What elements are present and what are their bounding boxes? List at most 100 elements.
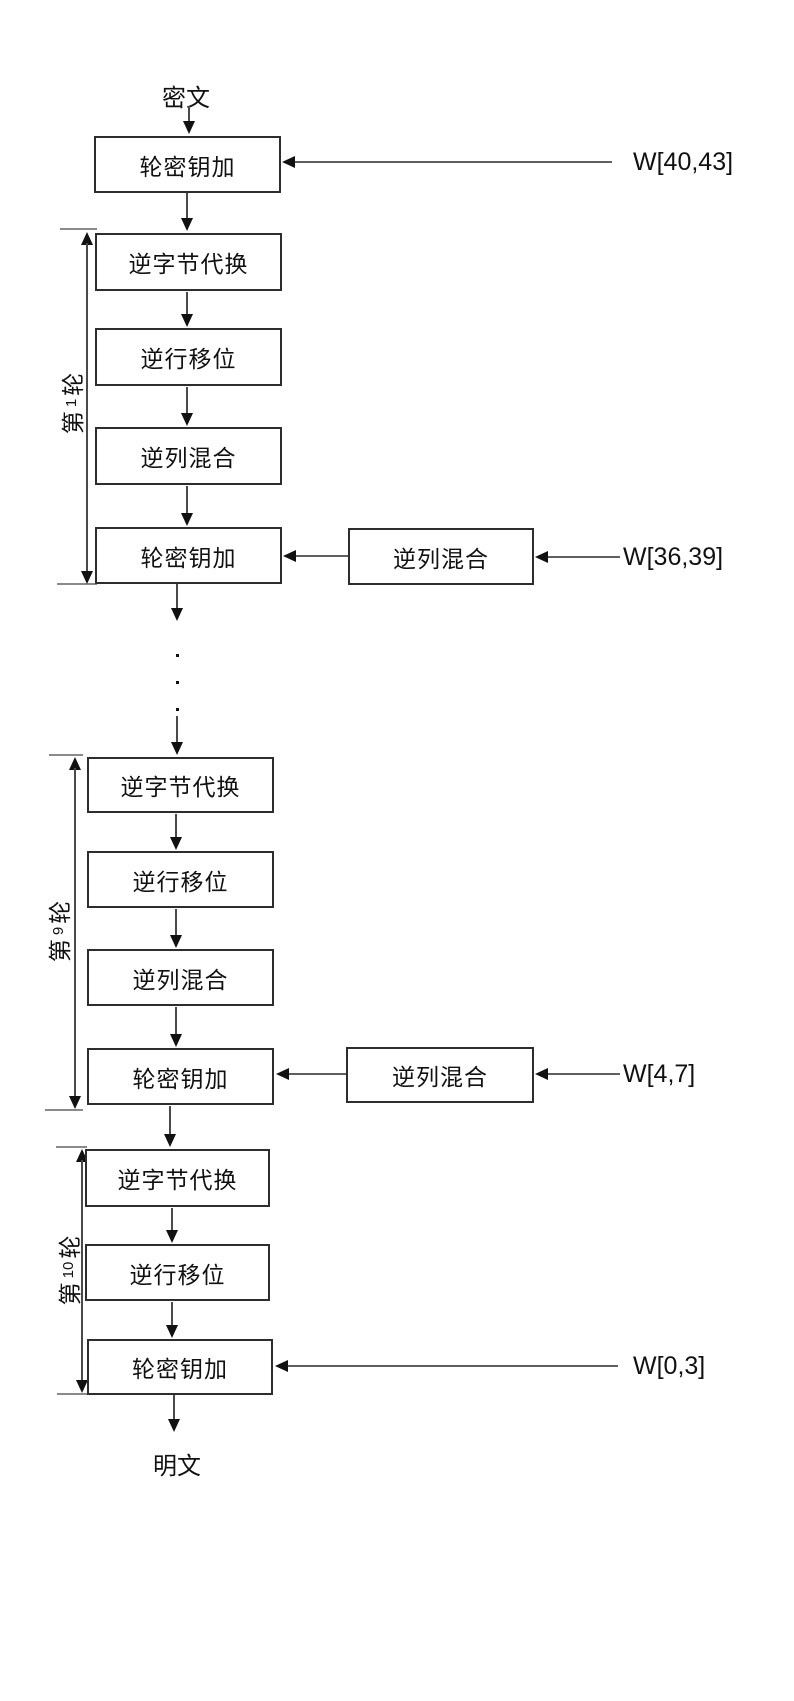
- arrow-down-icon: [171, 608, 183, 621]
- ellipsis-dot: [176, 708, 179, 711]
- plaintext-label: 明文: [153, 1453, 201, 1480]
- bracket-tick: [56, 1146, 87, 1148]
- box-label: 逆列混合: [132, 966, 229, 993]
- arrow-left-icon: [283, 550, 296, 562]
- round-label-digit: 9: [49, 926, 67, 936]
- flow-arrow-line: [186, 387, 188, 413]
- flow-arrow-line: [175, 909, 177, 935]
- arrow-down-icon: [170, 837, 182, 850]
- bracket-tick: [45, 1109, 83, 1111]
- round-9-bracket-line: [74, 768, 76, 1098]
- round9-inv-shiftrows-box: 逆行移位: [87, 851, 274, 908]
- arrow-down-icon: [181, 218, 193, 231]
- flow-arrow-line: [186, 292, 188, 314]
- round10-inv-subbytes-box: 逆字节代换: [85, 1149, 270, 1207]
- box-label: 逆行移位: [129, 1261, 226, 1288]
- box-label: 逆字节代换: [117, 1167, 238, 1193]
- arrow-down-icon: [76, 1380, 88, 1393]
- key-arrow-line: [548, 556, 620, 558]
- arrow-down-icon: [183, 121, 195, 134]
- arrow-left-icon: [535, 551, 548, 563]
- round1-inv-shiftrows-box: 逆行移位: [95, 328, 282, 386]
- round-label-suffix: 轮: [47, 899, 73, 924]
- arrow-left-icon: [276, 1068, 289, 1080]
- flow-arrow-line: [186, 193, 188, 218]
- ellipsis-dot: [176, 681, 179, 684]
- round-label-prefix: 第: [57, 1281, 83, 1306]
- round1-add-round-key-box: 轮密钥加: [95, 527, 282, 584]
- arrow-down-icon: [166, 1325, 178, 1338]
- arrow-down-icon: [168, 1419, 180, 1432]
- arrow-down-icon: [181, 413, 193, 426]
- arrow-left-icon: [535, 1068, 548, 1080]
- box-label: 逆列混合: [140, 445, 237, 471]
- round-label-suffix: 轮: [60, 371, 86, 396]
- arrow-down-icon: [69, 1096, 81, 1109]
- box-label: 逆列混合: [393, 545, 489, 572]
- round9-inv-mixcolumns-box: 逆列混合: [87, 949, 274, 1006]
- round-key-label-w36-39: W[36,39]: [623, 543, 724, 571]
- box-label: 逆字节代换: [120, 774, 241, 800]
- flow-arrow-line: [175, 1007, 177, 1034]
- round-label-digit: 1: [62, 398, 80, 408]
- arrow-up-icon: [69, 757, 81, 770]
- arrow-down-icon: [170, 1034, 182, 1047]
- flow-arrow-line: [188, 106, 190, 121]
- arrow-left-icon: [275, 1360, 288, 1372]
- round-9-label: 第 9 轮: [43, 891, 73, 971]
- bracket-tick: [57, 1393, 92, 1395]
- key-arrow-line: [288, 1365, 618, 1367]
- arrow-down-icon: [81, 571, 93, 584]
- bracket-tick: [49, 754, 83, 756]
- round10-inv-shiftrows-box: 逆行移位: [85, 1244, 270, 1301]
- round-label-digit: 10: [59, 1261, 77, 1279]
- round-1-bracket-line: [86, 243, 88, 573]
- box-label: 轮密钥加: [140, 544, 237, 571]
- round9-add-round-key-box: 轮密钥加: [87, 1048, 274, 1105]
- flow-arrow-line: [169, 1106, 171, 1134]
- round1-inv-subbytes-box: 逆字节代换: [95, 233, 282, 291]
- flow-arrow-line: [175, 814, 177, 837]
- arrow-up-icon: [81, 232, 93, 245]
- box-label: 轮密钥加: [132, 1065, 229, 1092]
- initial-add-round-key-box: 轮密钥加: [94, 136, 281, 193]
- round-key-label-w40-43: W[40,43]: [633, 148, 734, 176]
- side-arrow-line: [296, 555, 348, 557]
- flow-arrow-line: [171, 1208, 173, 1230]
- ellipsis-dot: [176, 654, 179, 657]
- box-label: 逆行移位: [132, 868, 229, 895]
- round1-inv-mixcolumns-box: 逆列混合: [95, 427, 282, 485]
- arrow-down-icon: [181, 314, 193, 327]
- round-key-label-w0-3: W[0,3]: [633, 1352, 706, 1380]
- side-arrow-line: [289, 1073, 346, 1075]
- round-10-label: 第 10 轮: [53, 1225, 83, 1315]
- box-label: 逆列混合: [392, 1064, 488, 1090]
- round-key-label-w4-7: W[4,7]: [623, 1060, 696, 1088]
- round10-add-round-key-box: 轮密钥加: [87, 1339, 273, 1395]
- box-label: 轮密钥加: [132, 1356, 228, 1382]
- round-label-prefix: 第: [47, 938, 73, 963]
- arrow-down-icon: [171, 742, 183, 755]
- ciphertext-label: 密文: [162, 85, 210, 112]
- key-arrow-line: [295, 161, 612, 163]
- flow-arrow-line: [176, 716, 178, 742]
- round-10-bracket-line: [81, 1160, 83, 1382]
- arrow-left-icon: [282, 156, 295, 168]
- arrow-down-icon: [170, 935, 182, 948]
- box-label: 逆行移位: [140, 346, 237, 372]
- bracket-tick: [60, 228, 97, 230]
- bracket-tick: [57, 583, 97, 585]
- round1-side-inv-mixcolumns-box: 逆列混合: [348, 528, 534, 585]
- round9-side-inv-mixcolumns-box: 逆列混合: [346, 1047, 534, 1103]
- box-label: 逆字节代换: [128, 251, 249, 277]
- arrow-down-icon: [166, 1230, 178, 1243]
- flow-arrow-line: [171, 1302, 173, 1325]
- round-label-prefix: 第: [60, 410, 86, 435]
- round-label-suffix: 轮: [57, 1234, 83, 1259]
- flow-arrow-line: [176, 584, 178, 608]
- box-label: 轮密钥加: [139, 153, 236, 180]
- flow-arrow-line: [173, 1395, 175, 1419]
- arrow-down-icon: [181, 513, 193, 526]
- round-1-label: 第 1 轮: [56, 363, 86, 443]
